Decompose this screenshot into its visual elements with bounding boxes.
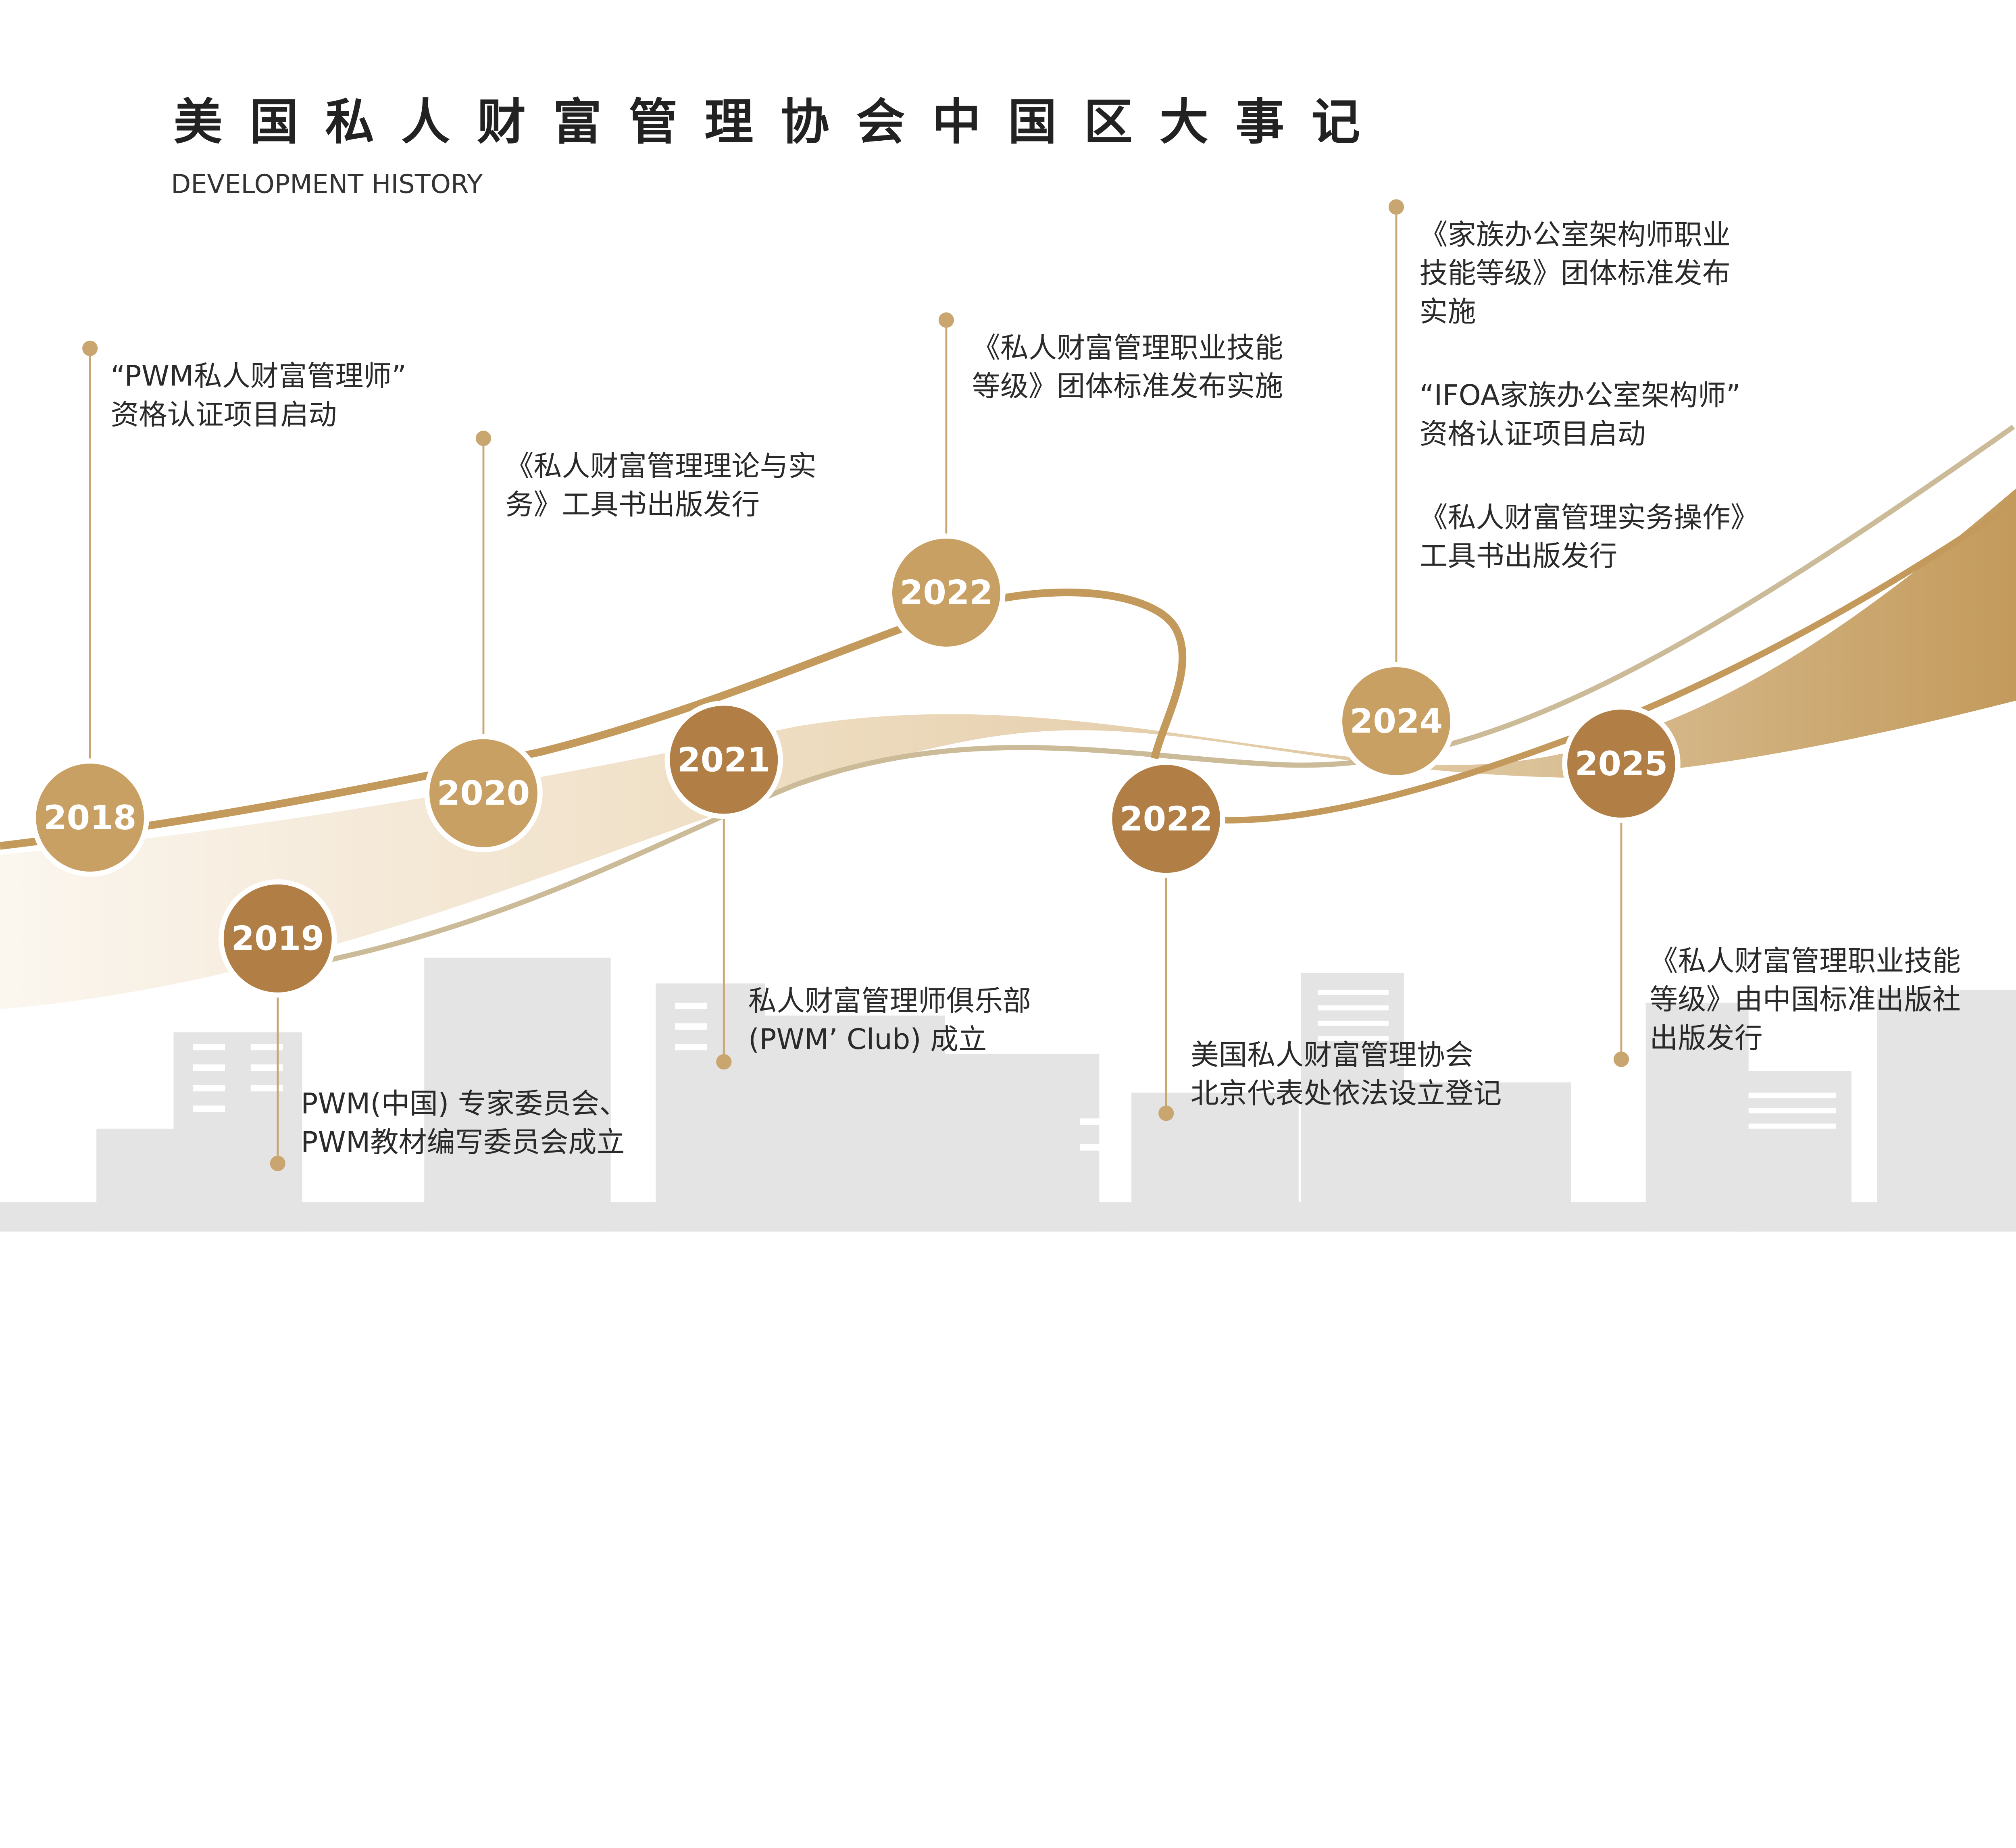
year-circle — [36, 764, 144, 872]
event-description-line: 美国私人财富管理协会 — [1191, 1038, 1473, 1071]
year-circle — [892, 539, 1000, 647]
marker-dot — [475, 431, 492, 446]
event-description-line: 《私人财富管理职业技能 — [972, 331, 1283, 364]
page-subtitle: DEVELOPMENT HISTORY — [171, 169, 483, 199]
page-header: 美国私人财富管理协会中国区大事记 DEVELOPMENT HISTORY — [171, 94, 1387, 199]
marker-dot — [1158, 1105, 1174, 1121]
main-gold-curve — [0, 588, 1187, 850]
event-description-line: 《私人财富管理实务操作》 — [1419, 501, 1759, 534]
year-label: 2021 — [677, 740, 771, 779]
timeline-event: 2021 私人财富管理师俱乐部 (PWM’ Club) 成立 — [664, 700, 1031, 1070]
event-description-line: 技能等级》团体标准发布 — [1419, 257, 1731, 290]
light-curve — [295, 425, 2015, 970]
event-description-line: 《家族办公室架构师职业 — [1419, 218, 1731, 251]
year-label: 2018 — [44, 798, 137, 837]
event-description-line: “IFOA家族办公室架构师” — [1419, 379, 1741, 412]
timeline-infographic: 美国私人财富管理协会中国区大事记 DEVELOPMENT HISTORY 201… — [0, 94, 2016, 1232]
event-description-line: 《私人财富管理职业技能 — [1649, 945, 1961, 978]
event-description-line: (PWM’ Club) 成立 — [748, 1023, 987, 1056]
year-label: 2022 — [900, 573, 993, 612]
year-label: 2020 — [437, 774, 530, 813]
event-description-line: 出版发行 — [1649, 1022, 1763, 1055]
event-description-line: 《私人财富管理理论与实 — [505, 450, 816, 483]
year-circle — [1567, 710, 1675, 818]
event-description-line: 北京代表处依法设立登记 — [1191, 1077, 1502, 1110]
marker-dot — [1388, 199, 1404, 215]
event-description-line: 实施 — [1419, 295, 1476, 328]
marker-dot — [1613, 1051, 1629, 1067]
year-label: 2019 — [231, 919, 324, 958]
city-skyline — [0, 957, 2016, 1232]
event-description-line: PWM教材编写委员会成立 — [301, 1126, 625, 1159]
year-circle — [1342, 667, 1450, 775]
event-description-line: PWM(中国) 专家委员会、 — [301, 1087, 627, 1120]
year-label: 2024 — [1350, 702, 1443, 741]
gradient-band — [0, 488, 2016, 1009]
timeline-event: 2018 “PWM私人财富管理师” 资格认证项目启动 — [31, 341, 406, 877]
year-label: 2025 — [1575, 744, 1668, 783]
event-description-line: 工具书出版发行 — [1419, 539, 1617, 572]
event-description-line: 资格认证项目启动 — [1419, 417, 1645, 450]
marker-dot — [716, 1054, 732, 1070]
event-description-line: 等级》团体标准发布实施 — [972, 370, 1283, 403]
year-label: 2022 — [1120, 799, 1213, 839]
event-description-line: 务》工具书出版发行 — [505, 488, 760, 521]
event-description-line: 资格认证项目启动 — [110, 398, 337, 431]
event-description-line: “PWM私人财富管理师” — [110, 360, 406, 393]
event-description-line: 私人财富管理师俱乐部 — [748, 984, 1031, 1017]
year-circle — [223, 884, 332, 993]
page-title: 美国私人财富管理协会中国区大事记 — [173, 94, 1387, 150]
year-circle — [670, 705, 778, 814]
year-circle — [429, 739, 537, 847]
marker-dot — [938, 312, 954, 328]
marker-dot — [82, 341, 98, 356]
year-circle — [1112, 765, 1220, 873]
marker-dot — [270, 1155, 285, 1171]
event-description-line: 等级》由中国标准出版社 — [1649, 983, 1961, 1016]
